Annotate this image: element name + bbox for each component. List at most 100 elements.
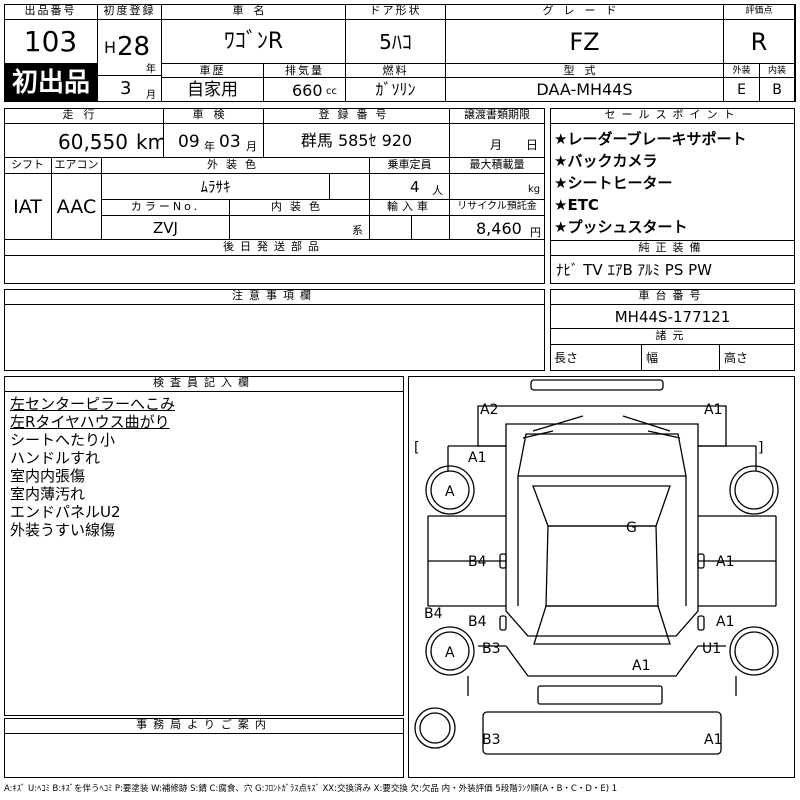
mark-a1-front-right: A1 [704,402,722,418]
chassis-number: MH44S-177121 [550,305,795,329]
sales-point-2: ★バックカメラ [554,152,658,170]
mileage-unit: km [136,130,164,154]
door-label: ドア形状 [346,4,446,20]
grade-label: グレード [446,4,724,20]
sales-points-box [550,108,795,284]
lot-no-label: 出品番号 [4,4,98,20]
history: 自家用 [162,78,264,102]
transfer-month-unit: 月 [490,138,503,152]
first-reg-month: 3 月 [98,76,162,102]
inspection-month: 03 [219,132,241,152]
inspection-year: 09 [178,132,200,152]
ext-color-label: 外装色 [102,158,370,174]
load-label: 最大積載量 [450,158,545,174]
first-reg-year: H 28 年 [98,20,162,76]
mark-a-rear-tire: A [445,645,455,661]
chassis-box [550,289,795,371]
inspection-month-unit: 月 [246,140,257,153]
sales-points-title: セールスポイント [550,108,795,124]
inspection-year-unit: 年 [204,140,215,153]
sales-point-4: ★ETC [554,196,599,214]
dims-title: 諸元 [550,329,795,345]
door-type: 5ﾊｺ [346,20,446,64]
displacement-value: 660 [292,81,323,100]
first-reg-label: 初度登録 [98,4,162,20]
legend: A:ｷｽﾞ U:ﾍｺﾐ B:ｷｽﾞを伴うﾍｺﾐ P:要塗装 W:補修跡 S:錆 … [4,784,618,794]
import-label: 輸入車 [370,200,450,216]
displacement: 660 cc [264,78,346,102]
recycle-unit: 円 [530,226,541,239]
bracket-right: ] [758,440,763,456]
recycle-value: 8,460 [476,219,522,238]
ac-label: エアコン [52,158,102,174]
mileage: 60,550 km [4,124,164,158]
score-label: 評価点 [724,4,795,20]
shift-label: シフト [4,158,52,174]
displacement-label: 排気量 [264,64,346,78]
import-left [370,216,412,240]
load-unit: kg [528,184,541,195]
history-label: 車歴 [162,64,264,78]
transfer-label: 譲渡書類期限 [450,108,545,124]
dim-width: 幅 [642,345,720,371]
sales-point-1: ★レーダーブレーキサポート [554,130,747,148]
genuine-title: 純正装備 [550,240,795,256]
chassis-title: 車台番号 [550,289,795,305]
ext-color: ﾑﾗｻｷ [102,174,330,200]
mark-b3-rear: B3 [482,732,501,748]
inspector-line-3: シートへたり小 [10,431,116,449]
mark-u1: U1 [702,641,721,657]
office-box [4,718,404,778]
mileage-label: 走行 [4,108,164,124]
mark-a1-door-right-front: A1 [716,554,734,570]
capacity-unit: 人 [432,184,443,197]
inspector-line-8: 外装うすい線傷 [10,521,116,539]
recycle: 8,460 円 [450,216,545,240]
mark-b3-quarter: B3 [482,641,501,657]
inspector-line-2: 左Rタイヤハウス曲がり [10,413,170,431]
reg-no: 群馬 585ｾ 920 [264,124,450,158]
inspector-line-5: 室内内張傷 [10,467,86,485]
model-label: 型式 [446,64,724,78]
mark-b4-door-rear: B4 [468,614,487,630]
year-unit: 年 [146,64,156,75]
sales-point-5: ★プッシュスタート [554,218,688,236]
inspector-box [4,376,404,716]
int-color-label: 内装色 [230,200,370,216]
era: H [104,38,117,57]
dim-length: 長さ [550,345,642,371]
ac: AAC [52,174,102,240]
capacity-label: 乗車定員 [370,158,450,174]
score: R [724,20,795,64]
displacement-unit: cc [326,86,337,97]
fuel: ｶﾞｿﾘﾝ [346,78,446,102]
inspector-line-7: エンドパネルU2 [10,503,121,521]
first-listing-badge: 初出品 [4,64,98,102]
model: DAA-MH44S [446,78,724,102]
car-diagram-box [408,376,795,778]
later-parts-label: 後日発送部品 [4,240,545,256]
month-unit: 月 [146,90,156,101]
inspector-line-4: ハンドルすれ [10,449,101,467]
car-name: ﾜｺﾞﾝR [162,20,346,64]
bracket-left: [ [414,440,419,456]
mark-a2: A2 [480,402,498,418]
car-name-label: 車名 [162,4,346,20]
mark-a1-rear: A1 [632,658,650,674]
car-diagram: A2 A1 A1 A G B4 A1 B4 B4 A1 A B3 U1 A1 B… [414,379,779,755]
interior-label: 内装 [760,64,795,78]
genuine-equipment: ﾅﾋﾞ TV ｴｱB ｱﾙﾐ PS PW [556,261,712,279]
import-right [412,216,450,240]
recycle-label: リサイクル預託金 [450,200,545,216]
sales-point-3: ★シートヒーター [554,174,673,192]
exterior-label: 外装 [724,64,760,78]
color-no: ZVJ [102,216,230,240]
mark-a1-rear-right: A1 [704,732,722,748]
mark-a-front-tire: A [445,484,455,500]
inspection-label: 車検 [164,108,264,124]
capacity-value: 4 [410,178,420,196]
int-color-unit: 系 [352,224,363,237]
office-title: 事務局よりご案内 [4,718,404,734]
month: 3 [120,78,132,99]
fuel-label: 燃料 [346,64,446,78]
